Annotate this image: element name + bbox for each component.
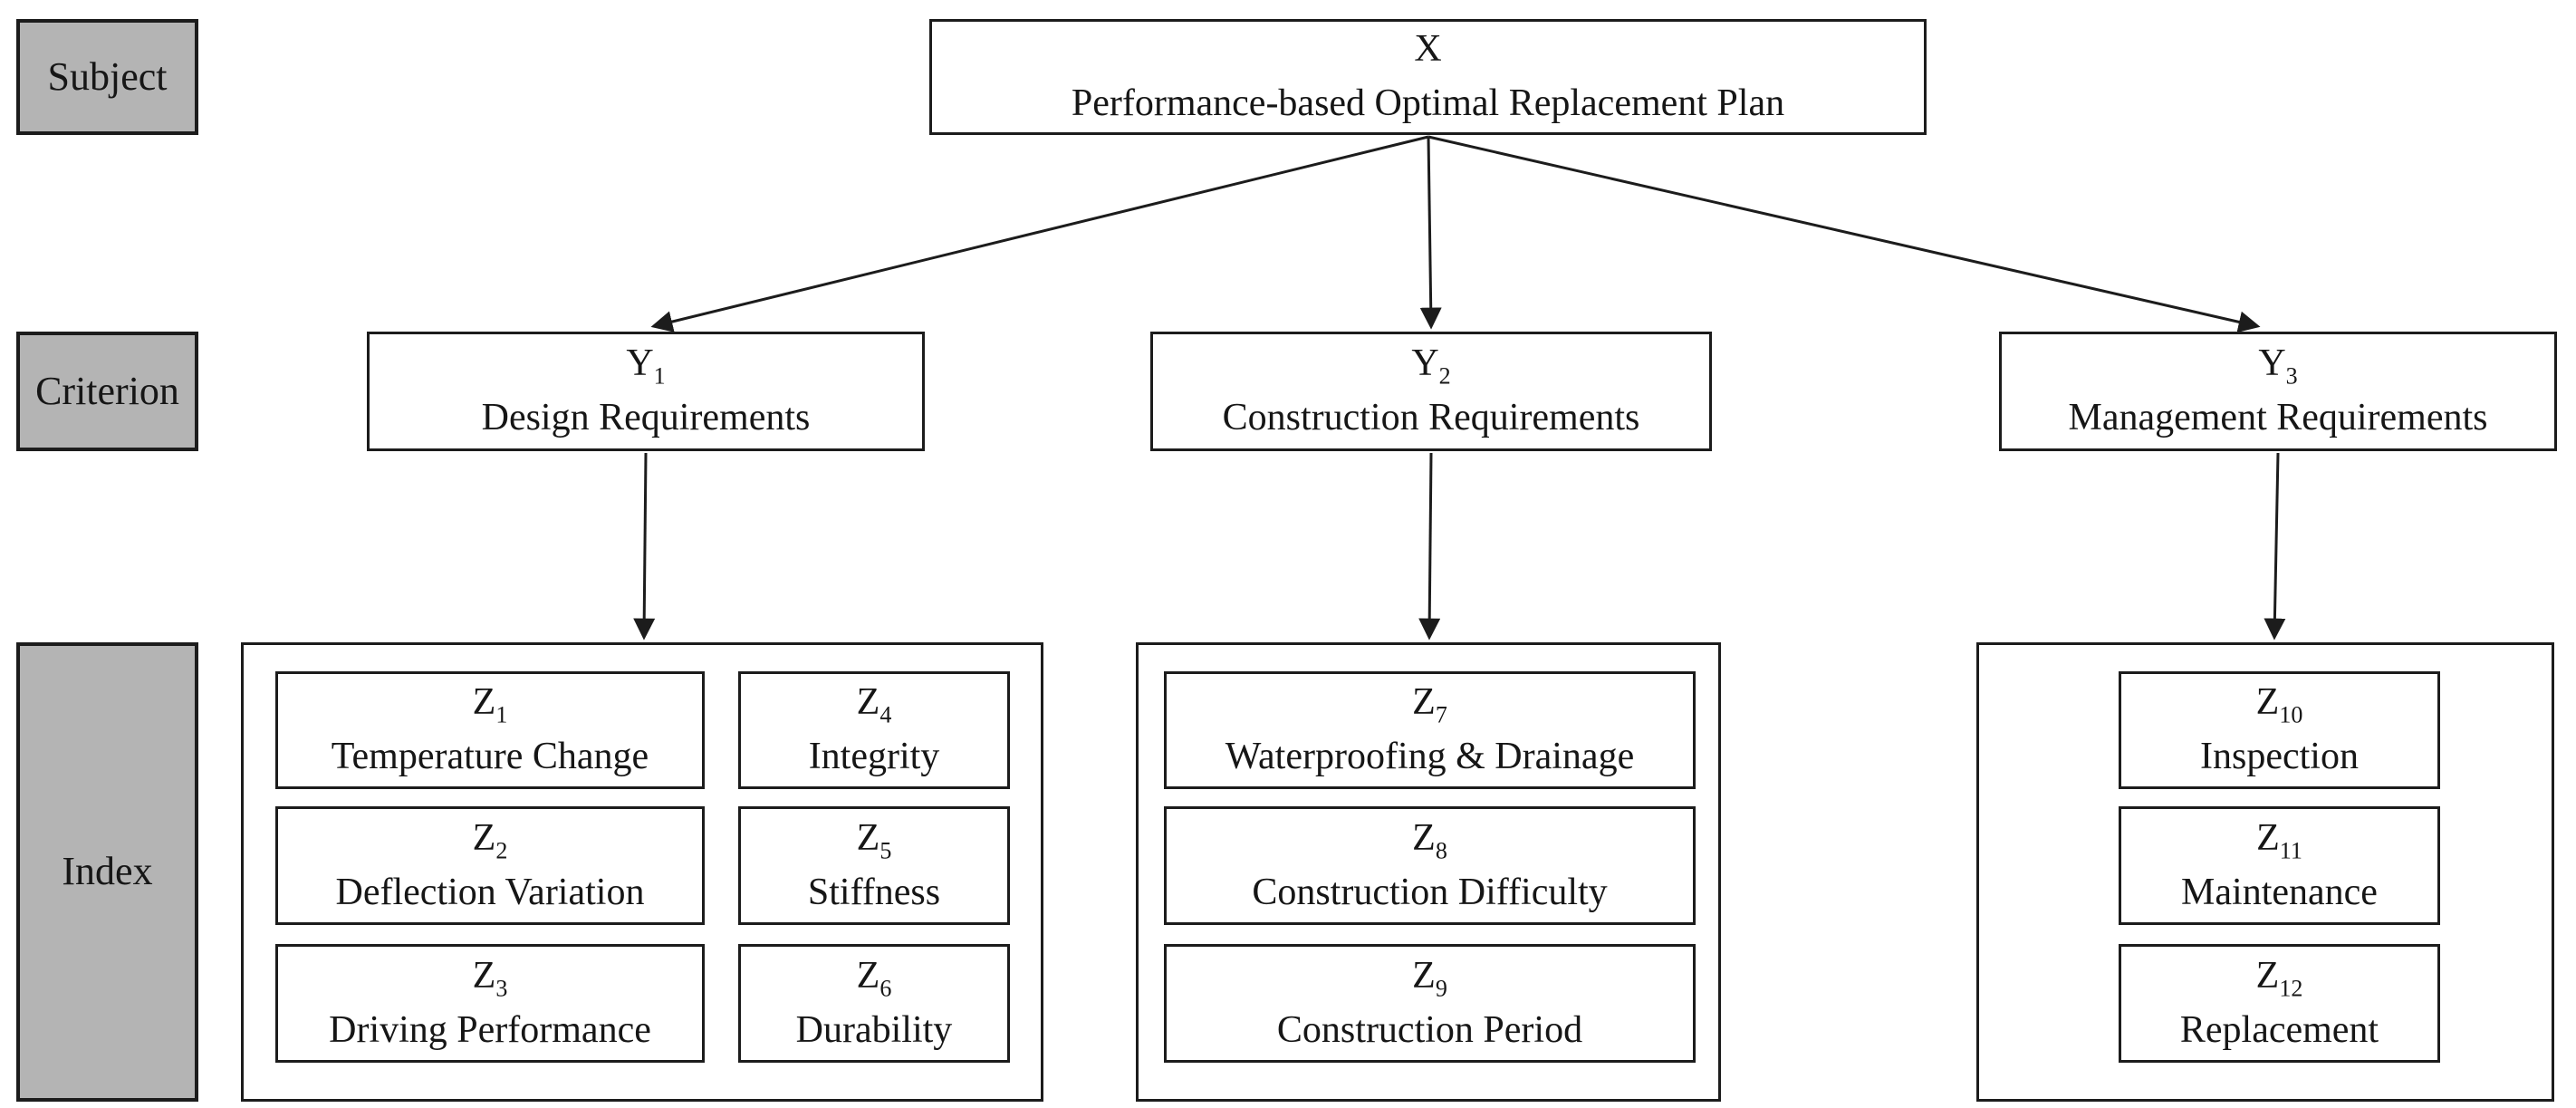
index-node-z8: Z8 Construction Difficulty: [1164, 806, 1696, 925]
index-node-z11-code: Z11: [2256, 816, 2302, 864]
index-node-z3-code: Z3: [472, 954, 508, 1002]
index-node-z5-label: Stiffness: [807, 871, 941, 913]
criterion-node-y3: Y3 Management Requirements: [1999, 332, 2557, 451]
index-node-z9-label: Construction Period: [1276, 1008, 1583, 1051]
index-node-z4-code: Z4: [856, 681, 892, 728]
index-node-z1-code: Z1: [472, 681, 508, 728]
index-node-z2-code: Z2: [472, 816, 508, 864]
level-label-criterion: Criterion: [16, 332, 198, 451]
index-node-z1-label: Temperature Change: [331, 736, 649, 777]
criterion-node-y1-label: Design Requirements: [481, 397, 811, 438]
arrow-x-to-y3: [1427, 135, 2261, 333]
arrow-x-to-y1: [650, 135, 1429, 332]
index-node-z2-label: Deflection Variation: [335, 871, 645, 913]
index-node-z4: Z4 Integrity: [738, 671, 1010, 789]
index-node-z12-label: Replacement: [2179, 1008, 2379, 1051]
index-node-z12: Z12 Replacement: [2119, 944, 2440, 1063]
index-node-z5-code: Z5: [856, 816, 892, 864]
level-label-subject: Subject: [16, 19, 198, 135]
criterion-node-y3-code: Y3: [2258, 342, 2298, 390]
index-node-z11: Z11 Maintenance: [2119, 806, 2440, 925]
subject-node-code: X: [1414, 28, 1442, 71]
index-node-z8-label: Construction Difficulty: [1252, 871, 1608, 913]
index-node-z3-label: Driving Performance: [329, 1008, 651, 1051]
index-node-z7: Z7 Waterproofing & Drainage: [1164, 671, 1696, 789]
level-label-criterion-text: Criterion: [35, 368, 179, 413]
criterion-node-y3-label: Management Requirements: [2068, 397, 2488, 438]
index-node-z5: Z5 Stiffness: [738, 806, 1010, 925]
index-node-z8-code: Z8: [1412, 816, 1447, 864]
index-node-z2: Z2 Deflection Variation: [275, 806, 705, 925]
criterion-node-y2-label: Construction Requirements: [1222, 397, 1640, 438]
index-node-z11-label: Maintenance: [2181, 871, 2378, 913]
index-node-z7-code: Z7: [1412, 681, 1447, 728]
index-node-z10-label: Inspection: [2200, 736, 2359, 777]
index-node-z9: Z9 Construction Period: [1164, 944, 1696, 1063]
subject-node-label: Performance-based Optimal Replacement Pl…: [1071, 82, 1785, 124]
level-label-subject-text: Subject: [47, 53, 168, 99]
index-node-z6-label: Durability: [795, 1008, 953, 1051]
criterion-node-y1: Y1 Design Requirements: [367, 332, 925, 451]
index-node-z9-code: Z9: [1412, 954, 1447, 1002]
index-node-z10-code: Z10: [2255, 681, 2303, 728]
criterion-node-y2-code: Y2: [1411, 342, 1451, 390]
index-node-z4-label: Integrity: [808, 736, 940, 777]
index-node-z10: Z10 Inspection: [2119, 671, 2440, 789]
arrow-y2-to-index: [1418, 452, 1441, 641]
index-node-z3: Z3 Driving Performance: [275, 944, 705, 1063]
criterion-node-y1-code: Y1: [626, 342, 666, 390]
index-node-z7-label: Waterproofing & Drainage: [1225, 736, 1635, 777]
index-node-z1: Z1 Temperature Change: [275, 671, 705, 789]
level-label-index-text: Index: [62, 849, 153, 894]
arrow-y1-to-index: [633, 452, 656, 641]
criterion-node-y2: Y2 Construction Requirements: [1150, 332, 1712, 451]
arrow-x-to-y2: [1419, 136, 1442, 330]
subject-node: X Performance-based Optimal Replacement …: [929, 19, 1927, 135]
level-label-index: Index: [16, 642, 198, 1102]
index-node-z6: Z6 Durability: [738, 944, 1010, 1063]
index-node-z6-code: Z6: [856, 954, 892, 1002]
arrow-y3-to-index: [2264, 452, 2286, 641]
index-node-z12-code: Z12: [2255, 954, 2303, 1002]
